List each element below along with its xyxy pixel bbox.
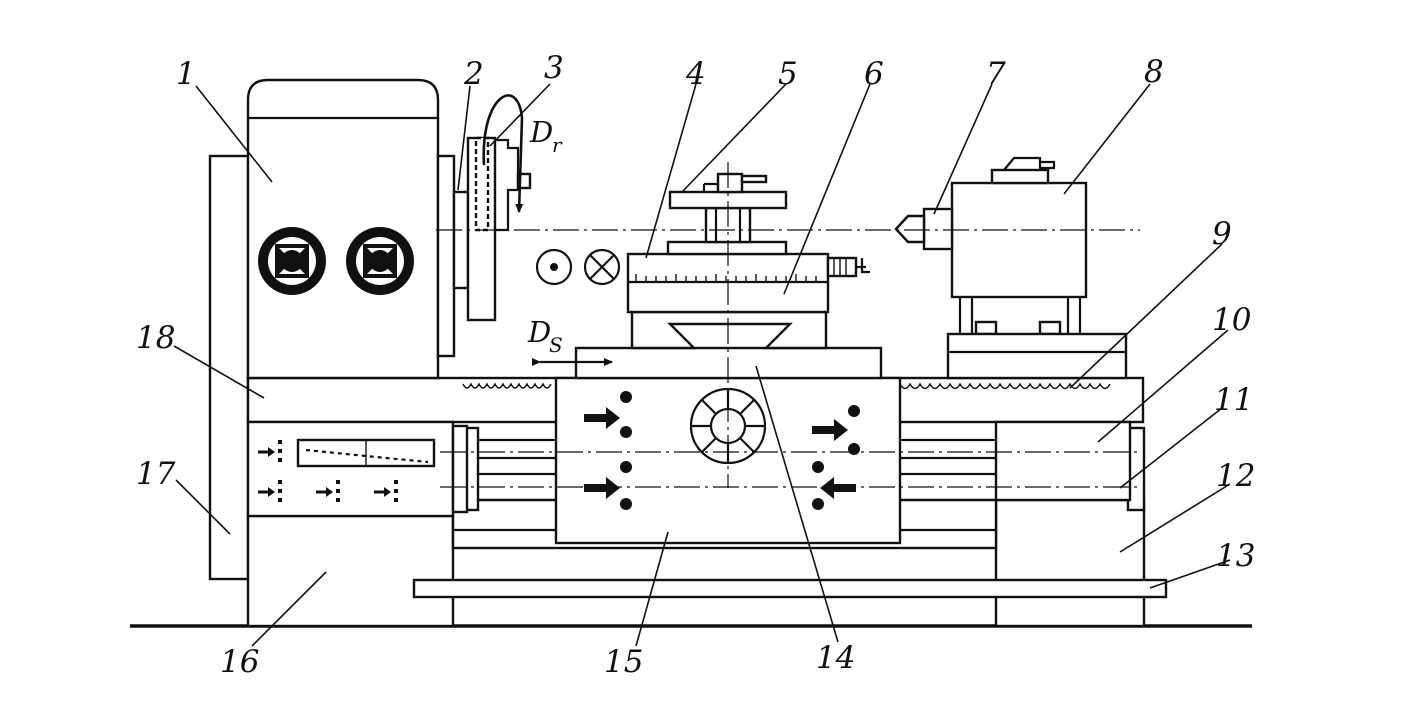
shaft-bracket bbox=[994, 420, 1132, 502]
tailstock-center bbox=[894, 214, 926, 244]
chip-tray bbox=[412, 578, 1168, 599]
compound-rest bbox=[666, 240, 788, 256]
chuck-jaw bbox=[474, 136, 490, 232]
left-cabinet bbox=[246, 514, 455, 628]
toward-viewer-symbol bbox=[535, 248, 573, 286]
rack-right bbox=[899, 382, 1111, 390]
speed-dial-right[interactable] bbox=[346, 227, 414, 295]
label-8: 8 bbox=[1144, 54, 1164, 90]
rack-left bbox=[462, 382, 552, 389]
tailstock-base bbox=[946, 332, 1128, 380]
headstock bbox=[246, 78, 440, 380]
label-3: 3 bbox=[544, 50, 564, 86]
feed-gearbox bbox=[246, 420, 455, 518]
right-cabinet bbox=[994, 498, 1146, 628]
label-17: 17 bbox=[136, 456, 176, 492]
rotation-arrow bbox=[482, 94, 524, 213]
label-9: 9 bbox=[1212, 216, 1232, 252]
tailstock-quill bbox=[922, 207, 954, 251]
label-7: 7 bbox=[986, 56, 1006, 92]
label-2: 2 bbox=[463, 56, 484, 92]
label-15: 15 bbox=[604, 644, 643, 680]
apron-engage-arrows bbox=[584, 391, 860, 510]
spindle-flange bbox=[436, 154, 456, 358]
label-16: 16 bbox=[220, 644, 259, 680]
label-13: 13 bbox=[1216, 538, 1255, 574]
tailstock bbox=[950, 181, 1088, 299]
label-4: 4 bbox=[685, 56, 706, 92]
label-11: 11 bbox=[1214, 382, 1253, 418]
away-from-viewer-symbol bbox=[583, 248, 621, 286]
cross-slide-scale bbox=[635, 274, 817, 281]
label-12: 12 bbox=[1216, 458, 1255, 494]
label-14: 14 bbox=[816, 640, 855, 676]
back-panel bbox=[208, 154, 250, 581]
speed-dial-left[interactable] bbox=[258, 227, 326, 295]
feed-symbol: D bbox=[527, 315, 551, 349]
label-1: 1 bbox=[176, 56, 196, 92]
label-5: 5 bbox=[778, 56, 798, 92]
leader-lines bbox=[173, 83, 1231, 647]
feed-gearbox-flange bbox=[451, 424, 469, 514]
feed-symbol-sub: S bbox=[549, 333, 563, 357]
dovetail bbox=[630, 310, 828, 350]
gearbox-selector-marks bbox=[258, 440, 398, 502]
label-10: 10 bbox=[1212, 302, 1251, 338]
label-6: 6 bbox=[864, 56, 884, 92]
rotation-symbol-sub: r bbox=[552, 133, 563, 157]
rotation-symbol: D bbox=[529, 115, 553, 149]
label-18: 18 bbox=[136, 320, 175, 356]
